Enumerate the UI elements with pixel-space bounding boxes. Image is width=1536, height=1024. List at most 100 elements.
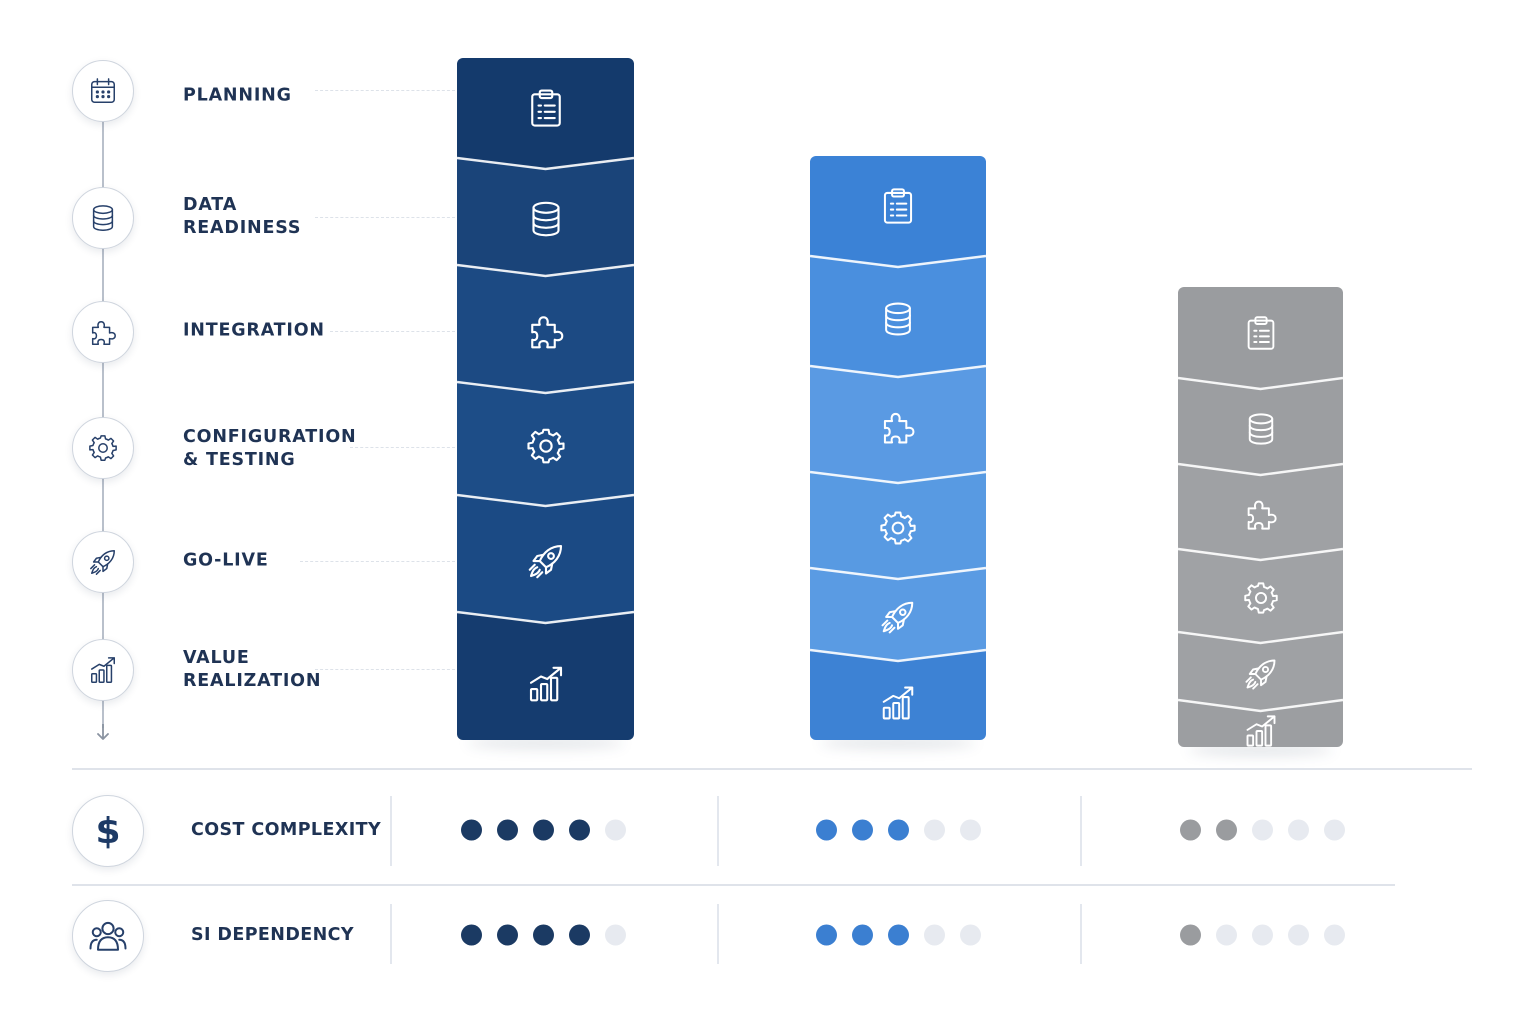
segment-divider [1178, 462, 1343, 477]
segment-icon-slot [526, 541, 566, 581]
stage-label: PLANNING [183, 85, 292, 106]
growth-chart-icon [91, 657, 115, 683]
rating-dot-filled [852, 924, 873, 946]
segment-divider [810, 364, 986, 379]
segment-icon-slot [526, 199, 566, 239]
segment-icon-slot [879, 509, 917, 547]
rating-dot-empty [1324, 924, 1345, 946]
stage-label: GO-LIVE [183, 550, 269, 571]
rating-dots [816, 924, 981, 946]
rating-dots [816, 819, 981, 841]
column-segment [810, 366, 986, 483]
stage-icon-badge [72, 417, 134, 479]
stage-leader-line [315, 90, 455, 91]
rating-dot-empty [924, 819, 945, 841]
stage-leader-line [315, 217, 455, 218]
rating-dot-empty [605, 819, 626, 841]
gear-icon [526, 428, 565, 464]
segment-icon-slot [1243, 315, 1279, 351]
rating-dot-filled [1180, 819, 1201, 841]
column-segment [810, 156, 986, 267]
rating-dot-empty [924, 924, 945, 946]
segment-icon-slot [526, 311, 566, 351]
database-icon [531, 201, 560, 237]
rocket-icon [528, 544, 562, 579]
rating-dot-empty [1252, 924, 1273, 946]
stage-leader-line [330, 331, 455, 332]
segment-divider [1178, 547, 1343, 562]
column-segment [457, 158, 634, 276]
stage-leader-line [350, 447, 455, 448]
column-divider [717, 904, 719, 964]
segment-divider [810, 648, 986, 663]
stage-label: CONFIGURATION & TESTING [183, 427, 357, 470]
segment-divider [457, 156, 634, 171]
stage-icon-badge [72, 639, 134, 701]
metric-icon-badge: $ [72, 795, 144, 867]
segment-icon-slot [1243, 713, 1279, 747]
rocket-icon [1244, 659, 1275, 690]
table-row-divider [72, 884, 1395, 886]
clipboard-icon [883, 188, 913, 224]
segment-icon-slot [526, 664, 566, 704]
column-segment [1178, 287, 1343, 389]
stage-label: DATA READINESS [183, 195, 302, 238]
growth-chart-icon [529, 666, 562, 701]
dollar-icon: $ [95, 810, 121, 852]
segment-divider [1178, 698, 1343, 713]
stage-icon-badge [72, 531, 134, 593]
segment-divider [457, 610, 634, 625]
segment-divider [810, 254, 986, 269]
rating-dots [461, 819, 626, 841]
rating-dot-filled [569, 819, 590, 841]
puzzle-icon [91, 320, 116, 345]
stage-label: INTEGRATION [183, 320, 325, 341]
rating-dot-filled [569, 924, 590, 946]
stage-icon-badge [72, 187, 134, 249]
puzzle-icon [1247, 500, 1277, 530]
metric-label: COST COMPLEXITY [191, 820, 382, 840]
rating-dot-empty [960, 819, 981, 841]
rating-dot-filled [1180, 924, 1201, 946]
segment-divider [810, 566, 986, 581]
column-segment [810, 472, 986, 579]
rating-dot-empty [1288, 819, 1309, 841]
column-divider [717, 796, 719, 866]
rating-dot-empty [1324, 819, 1345, 841]
rating-dot-filled [852, 819, 873, 841]
database-icon [885, 302, 911, 335]
column-segment [1178, 464, 1343, 560]
column-segment [457, 265, 634, 393]
rating-dot-filled [533, 819, 554, 841]
column-divider [390, 796, 392, 866]
puzzle-icon [530, 316, 563, 349]
growth-chart-icon [882, 686, 914, 719]
rating-dot-filled [888, 819, 909, 841]
segment-icon-slot [1243, 496, 1279, 532]
segment-divider [457, 493, 634, 508]
gear-icon [880, 511, 916, 544]
rating-dot-filled [1216, 819, 1237, 841]
segment-divider [457, 263, 634, 278]
rocket-icon [881, 601, 914, 633]
segment-icon-slot [1243, 580, 1279, 616]
segment-icon-slot [526, 426, 566, 466]
rating-dot-filled [533, 924, 554, 946]
gear-icon [89, 435, 117, 461]
rating-dots [1180, 924, 1345, 946]
clipboard-icon [1247, 315, 1274, 350]
rating-dots [1180, 819, 1345, 841]
column-segment [457, 58, 634, 169]
column-segment [810, 568, 986, 661]
segment-divider [1178, 630, 1343, 645]
column-3 [1178, 287, 1343, 747]
column-segment [457, 612, 634, 740]
rating-dot-empty [1288, 924, 1309, 946]
arrow-down-icon [97, 724, 109, 740]
segment-divider [1178, 376, 1343, 391]
stage-leader-line [300, 561, 455, 562]
rating-dot-empty [1252, 819, 1273, 841]
segment-icon-slot [879, 684, 917, 722]
segment-icon-slot [1243, 656, 1279, 692]
rating-dot-empty [1216, 924, 1237, 946]
